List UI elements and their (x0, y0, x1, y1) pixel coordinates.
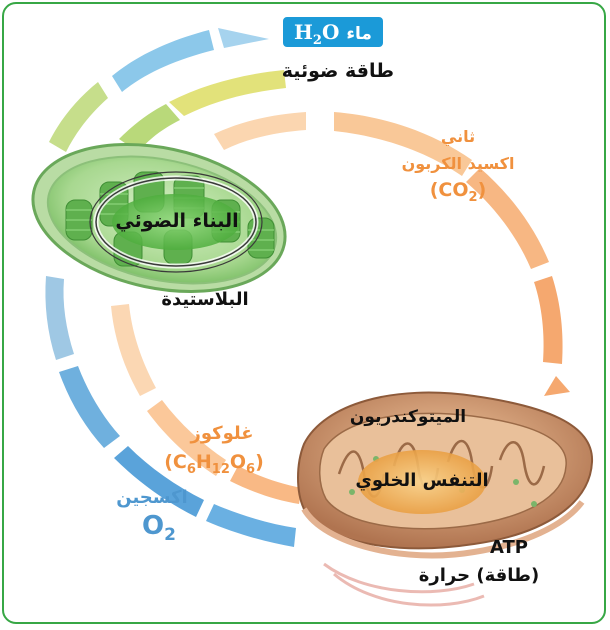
oxygen-formula-main: O (142, 511, 165, 541)
respiration-label: التنفس الخلوي (355, 470, 489, 491)
photosynthesis-label: البناء الضوئي (115, 210, 239, 232)
co2-line1: ثاني (440, 127, 476, 146)
glucose-formula: (C6H12O6) (154, 452, 274, 477)
glucose-label: غلوكوز (190, 423, 254, 444)
co2-formula-sub: 2 (468, 189, 478, 205)
co2-formula-open: (CO (429, 179, 469, 201)
water-badge (283, 17, 383, 47)
arrow-segment-right-3 (534, 276, 563, 364)
co2-formula: (CO2) (418, 180, 498, 205)
water-formula-sub: 2 (312, 33, 322, 48)
glucose-o-sub: 6 (246, 461, 256, 477)
arrow-segment-right-2 (466, 168, 549, 269)
atp-label: ATP (489, 537, 528, 558)
arrow-segment-inner-orange (214, 112, 306, 150)
arrow-segment-inner-green (119, 104, 180, 152)
oxygen-formula: O2 (134, 512, 184, 545)
arrow-segment-left-4 (206, 504, 296, 547)
glucose-formula-close: ) (255, 451, 264, 473)
glucose-o: O (229, 451, 247, 473)
arrow-segment-left-3 (114, 446, 204, 517)
arrow-segment-top-2 (49, 82, 108, 152)
plastid-label: البلاستيدة (161, 289, 249, 310)
arrow-head-right (544, 376, 570, 396)
water-formula-main: H (294, 20, 313, 44)
arrow-segment-top-1 (112, 30, 214, 92)
water-word: ماء (346, 24, 372, 44)
glucose-formula-open: (C (164, 451, 187, 473)
water-formula-end: O (321, 20, 340, 44)
arrow-segment-glucose-3 (230, 466, 302, 504)
cycle-artwork (31, 28, 594, 607)
energy-heat-label: (طاقة) حرارة (418, 565, 540, 586)
arrow-segment-left-2 (59, 366, 120, 448)
outer-arrow-segments (45, 28, 296, 547)
oxygen-formula-sub: 2 (164, 525, 176, 546)
arrow-segment-left-1 (45, 276, 74, 360)
arrow-head-top (218, 28, 269, 48)
co2-arrow-segments (214, 112, 563, 364)
diagram-frame: H2O ماء طاقة ضوئية ثاني اكسيد الكربون (C… (2, 2, 606, 624)
chloroplast (31, 143, 287, 293)
glucose-c-sub: 6 (186, 461, 196, 477)
glucose-h-sub: 12 (211, 461, 230, 477)
co2-formula-close: ) (477, 179, 487, 201)
co2-line2: اكسيد الكربون (401, 154, 515, 173)
glucose-arrow-segments (111, 304, 302, 504)
arrow-segment-inner-yellow (169, 70, 286, 116)
arrow-segment-right-1 (334, 112, 472, 176)
glucose-h: H (195, 451, 212, 473)
arrow-segment-glucose-2 (147, 400, 226, 476)
light-energy-label: طاقة ضوئية (281, 60, 394, 82)
water-label: H2O ماء (283, 17, 383, 48)
mitochondrion (297, 391, 594, 607)
arrow-segment-glucose-1 (111, 304, 156, 396)
mitochondrion-label: الميتوكندريون (349, 407, 467, 427)
oxygen-label: اكسجين (116, 487, 188, 508)
